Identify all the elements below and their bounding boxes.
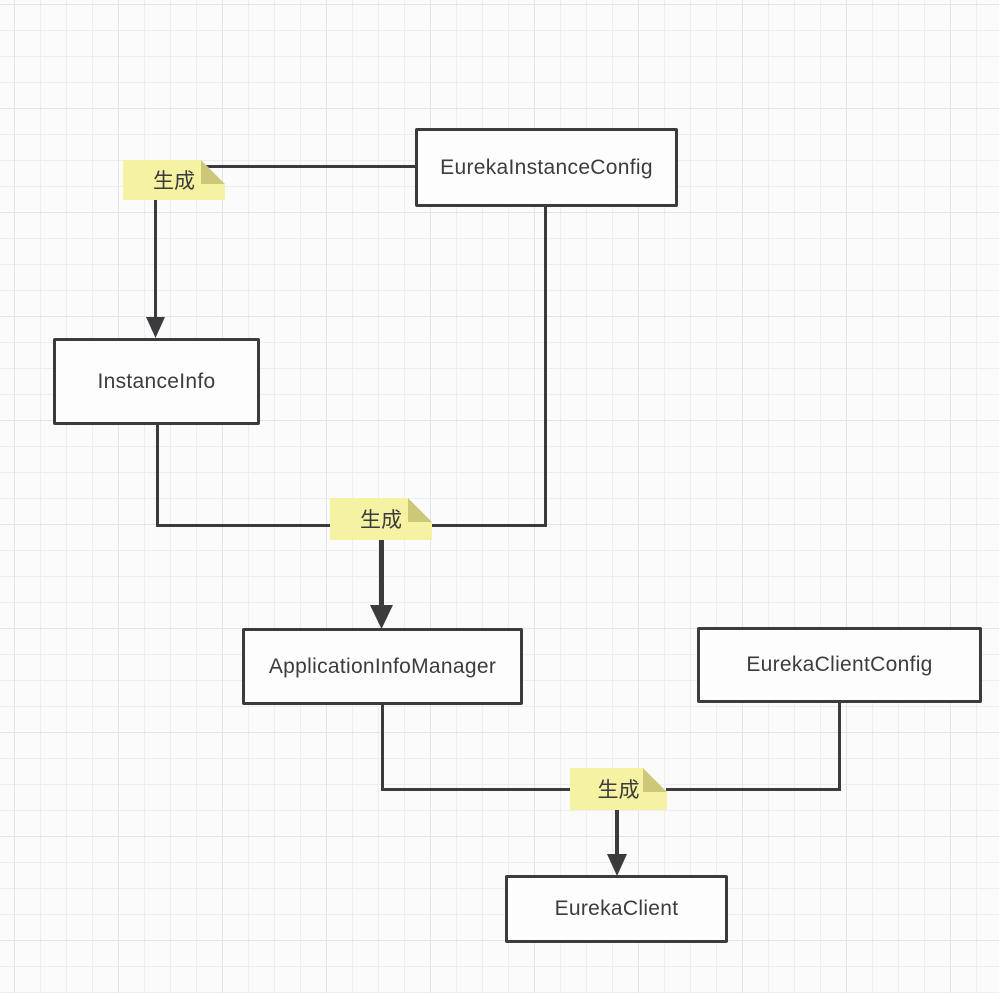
- node-label: EurekaClient: [554, 897, 679, 920]
- note-label: 生成: [153, 170, 195, 193]
- connector-applicationinfomanager-down[interactable]: [381, 704, 384, 791]
- arrowhead-down-icon[interactable]: [370, 605, 393, 629]
- connector-eurekaclientconfig-to-note3[interactable]: [666, 788, 841, 791]
- node-application-info-manager[interactable]: ApplicationInfoManager: [242, 628, 523, 705]
- node-eureka-client-config[interactable]: EurekaClientConfig: [697, 627, 982, 703]
- node-label: EurekaClientConfig: [746, 653, 933, 676]
- node-label: InstanceInfo: [97, 369, 216, 393]
- note-label: 生成: [360, 509, 402, 532]
- connector-instanceinfo-to-note2[interactable]: [156, 524, 332, 527]
- connector-eurekainstanceconfig-down[interactable]: [544, 206, 547, 527]
- node-label: ApplicationInfoManager: [268, 654, 497, 678]
- connector-note3-to-eurekaclient[interactable]: [615, 809, 619, 856]
- connector-eurekaclientconfig-down[interactable]: [838, 702, 841, 791]
- connector-eurekainstanceconfig-to-note1[interactable]: [205, 165, 417, 168]
- folded-corner-icon: [643, 768, 667, 792]
- connector-applicationinfomanager-to-note3[interactable]: [381, 788, 572, 791]
- node-instance-info[interactable]: InstanceInfo: [53, 338, 260, 425]
- folded-corner-icon: [408, 498, 432, 522]
- connector-instanceinfo-down[interactable]: [156, 424, 159, 527]
- connector-eurekainstanceconfig-to-note2[interactable]: [430, 524, 547, 527]
- connector-note2-to-applicationinfomanager[interactable]: [379, 539, 384, 607]
- node-eureka-instance-config[interactable]: EurekaInstanceConfig: [415, 128, 678, 207]
- note-generate-2[interactable]: 生成: [330, 498, 432, 540]
- connector-note1-to-instanceinfo[interactable]: [154, 199, 157, 319]
- folded-corner-icon: [201, 160, 225, 184]
- note-label: 生成: [597, 779, 640, 802]
- node-label: EurekaInstanceConfig: [440, 155, 653, 179]
- arrowhead-down-icon[interactable]: [146, 317, 165, 338]
- note-generate-3[interactable]: 生成: [570, 768, 667, 810]
- arrowhead-down-icon[interactable]: [607, 854, 627, 876]
- node-eureka-client[interactable]: EurekaClient: [505, 875, 728, 943]
